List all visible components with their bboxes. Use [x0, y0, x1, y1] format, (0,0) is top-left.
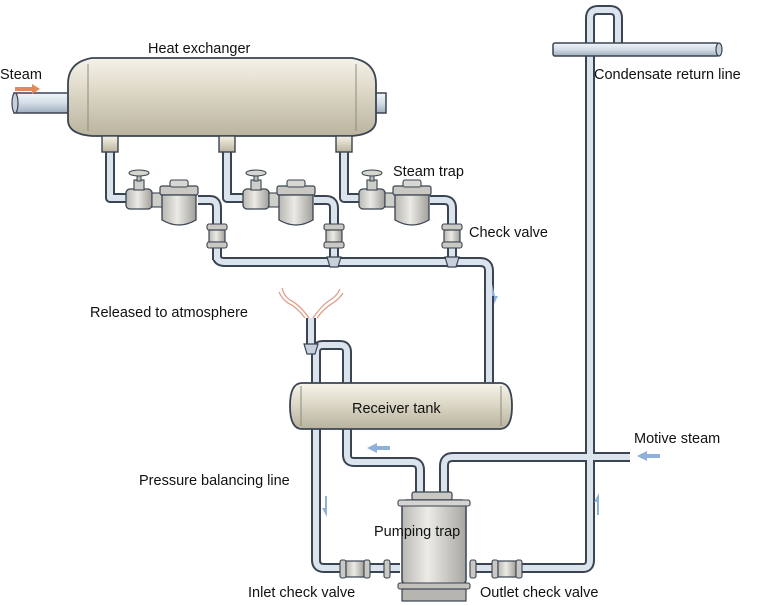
condensate-return-line-label: Condensate return line	[594, 67, 741, 83]
pipe-network	[105, 5, 630, 573]
check-valve-label: Check valve	[469, 225, 548, 241]
heat-exchanger-label: Heat exchanger	[148, 41, 251, 57]
steam-trap-label: Steam trap	[393, 164, 464, 180]
motive-steam-pipe	[439, 452, 630, 495]
steam-inflow-arrow	[15, 84, 40, 94]
motive-steam-label: Motive steam	[634, 431, 720, 447]
outlet-check-valve-label: Outlet check valve	[480, 585, 598, 601]
released-to-atmosphere-label: Released to atmosphere	[90, 305, 248, 321]
receiver-tank-label: Receiver tank	[352, 401, 441, 417]
check-valve-2	[323, 223, 345, 249]
pumping-trap	[397, 491, 471, 602]
steam-trap-1	[159, 179, 199, 226]
isolation-valve-3	[358, 169, 386, 210]
header-tees	[303, 256, 460, 355]
trap-station-2	[242, 169, 345, 249]
flow-arrow-down-header	[490, 284, 495, 304]
receiver-tank	[289, 382, 513, 430]
condensate-return-line	[552, 42, 723, 57]
inlet-check-valve-label: Inlet check valve	[248, 585, 355, 601]
labels: Steam Heat exchanger Steam trap Check va…	[0, 41, 741, 601]
isolation-valve-2	[242, 169, 270, 210]
steam-label: Steam	[0, 67, 42, 83]
motive-steam-arrow	[637, 451, 660, 461]
vent-wisps	[278, 287, 344, 319]
check-valve-1	[206, 223, 228, 249]
steam-trap-2	[276, 179, 316, 226]
trap-station-3	[358, 169, 463, 249]
outlet-check-valve	[469, 559, 523, 579]
vent-return-arrow	[367, 443, 390, 453]
pressure-balancing-line-label: Pressure balancing line	[139, 473, 290, 489]
flow-arrows	[15, 84, 660, 517]
condensate-header-pipe	[212, 255, 494, 383]
pumping-trap-label: Pumping trap	[374, 524, 460, 540]
trap-station-1	[125, 169, 228, 249]
header-down-arrow	[494, 283, 498, 304]
isolation-valve-1	[125, 169, 153, 210]
check-valve-3	[441, 223, 463, 249]
riser-up-arrow	[594, 493, 599, 515]
inlet-check-valve	[339, 559, 391, 579]
balancing-line-arrow	[322, 496, 327, 517]
steam-trap-3	[392, 179, 432, 226]
heat-exchanger	[67, 57, 377, 153]
